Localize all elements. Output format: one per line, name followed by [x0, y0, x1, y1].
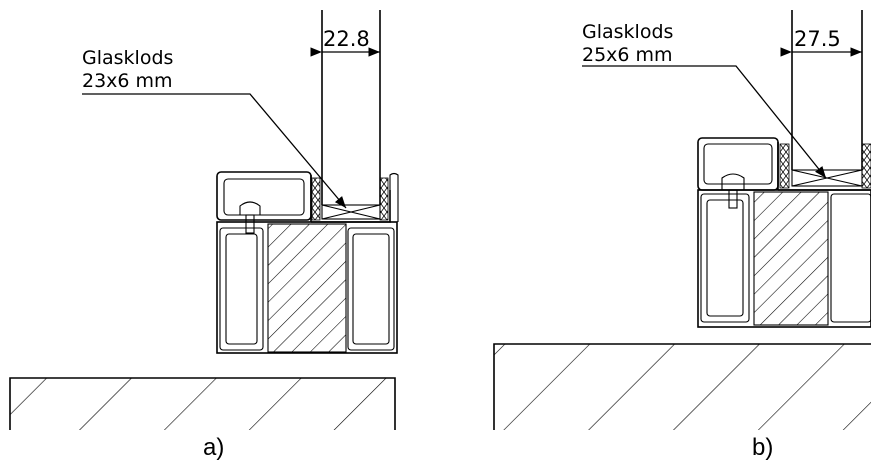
caption-b: b): [752, 434, 773, 461]
setting-block-a: [321, 204, 381, 220]
dimension-value-b: 27.5: [794, 27, 841, 51]
setting-block-b: [791, 169, 863, 187]
label-line2-b: 25x6 mm: [582, 44, 673, 66]
base-slab-a: [9, 377, 396, 430]
dimension-value-a: 22.8: [323, 27, 370, 51]
caption-a: a): [203, 434, 224, 461]
base-slab-b: [493, 343, 871, 430]
label-line2-a: 23x6 mm: [82, 70, 173, 92]
panel-b: 27.5 Glasklods 25x6 mm b): [493, 10, 871, 461]
leader-line-b: [582, 65, 827, 179]
leader-line-a: [82, 93, 347, 209]
panel-a: 22.8 Glasklods 23x6 mm a): [9, 10, 399, 461]
frame-profile-a: [216, 171, 399, 354]
label-line1-a: Glasklods: [82, 47, 173, 69]
label-line1-b: Glasklods: [582, 21, 673, 43]
frame-profile-b: [697, 137, 871, 328]
